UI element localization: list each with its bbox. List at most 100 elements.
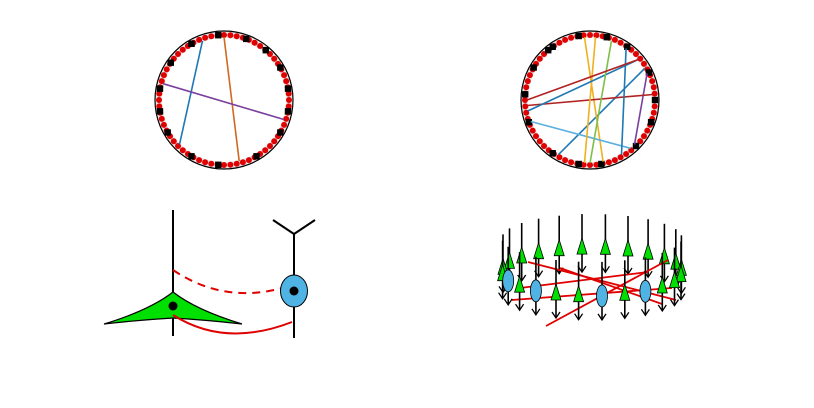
ring-pyramidal bbox=[503, 251, 516, 269]
ring-node bbox=[285, 90, 292, 97]
ring-node bbox=[526, 72, 533, 79]
ring-node bbox=[529, 127, 536, 134]
two-neuron-motif bbox=[103, 210, 316, 338]
ring-chord bbox=[162, 82, 285, 121]
ring-node-marker bbox=[603, 34, 610, 41]
ring-node bbox=[170, 138, 177, 145]
ring-pyramidal bbox=[670, 251, 682, 270]
ring-node bbox=[556, 154, 563, 161]
ring-interneuron bbox=[639, 279, 652, 303]
ring-node bbox=[641, 60, 647, 67]
ring-connection bbox=[519, 271, 649, 289]
ring-node bbox=[227, 32, 234, 39]
ring-node-marker bbox=[651, 96, 659, 104]
ring-node bbox=[649, 78, 656, 85]
ring-neuron-terminal bbox=[574, 313, 584, 321]
ring-node bbox=[587, 162, 593, 168]
ring-node-marker bbox=[243, 35, 250, 43]
ring-interneuron bbox=[530, 279, 542, 303]
ring-node-marker bbox=[167, 59, 174, 66]
ring-node bbox=[637, 138, 644, 145]
ring-node bbox=[208, 33, 215, 40]
interneuron-branch-right bbox=[293, 219, 316, 235]
ring-chord bbox=[557, 67, 646, 156]
ring-node-marker bbox=[277, 64, 284, 71]
ring-node bbox=[523, 84, 530, 91]
ring-network-sparse bbox=[154, 30, 294, 170]
dashed-connection bbox=[172, 269, 287, 295]
ring-pyramidal bbox=[622, 238, 634, 257]
ring-node bbox=[196, 157, 203, 164]
ring-node bbox=[556, 39, 563, 46]
ring-node bbox=[175, 51, 181, 57]
ring-node bbox=[617, 39, 624, 46]
ring-node bbox=[285, 103, 292, 110]
ring-node bbox=[593, 32, 600, 39]
ring-node bbox=[524, 78, 531, 85]
ring-node bbox=[605, 159, 612, 166]
ring-node bbox=[568, 159, 575, 166]
ring-node-marker bbox=[284, 85, 292, 92]
ring-node-marker bbox=[156, 108, 164, 115]
ring-interneuron bbox=[596, 284, 608, 308]
ring-pyramidal bbox=[668, 270, 681, 288]
ring-node bbox=[160, 121, 167, 128]
ring-node bbox=[541, 143, 547, 149]
ring-pyramidal bbox=[619, 282, 631, 301]
ring-node bbox=[158, 115, 165, 122]
ring-pyramidal bbox=[573, 284, 585, 303]
ring-neuron-terminal bbox=[503, 298, 513, 306]
ring-node bbox=[651, 103, 658, 110]
ring-node bbox=[536, 138, 543, 145]
ring-chord bbox=[223, 36, 240, 162]
ring-node bbox=[156, 90, 163, 97]
ring-pyramidal bbox=[550, 282, 562, 301]
ring-node-marker bbox=[188, 153, 195, 160]
ring-node bbox=[156, 103, 163, 110]
ring-pyramidal bbox=[599, 236, 611, 255]
ring-node bbox=[650, 84, 657, 91]
ring-node-marker bbox=[522, 91, 529, 98]
ring-neuron-terminal bbox=[640, 308, 650, 317]
ring-node bbox=[562, 36, 569, 43]
ring-node bbox=[281, 121, 288, 128]
ring-node bbox=[651, 90, 658, 97]
ring-neuron-terminal bbox=[657, 304, 667, 313]
ring-node bbox=[245, 157, 252, 164]
ring-node bbox=[283, 78, 290, 85]
ring-node bbox=[633, 51, 639, 57]
ring-node-marker bbox=[645, 69, 653, 76]
ring-neuron-terminal bbox=[515, 303, 525, 312]
ring-node-marker bbox=[549, 150, 556, 157]
ring-node bbox=[251, 39, 258, 46]
ring-node bbox=[562, 157, 569, 164]
ring-node-marker bbox=[215, 32, 222, 39]
ring-node bbox=[160, 72, 167, 79]
ring-chord bbox=[633, 73, 648, 145]
ring-node bbox=[568, 34, 575, 41]
ring-node bbox=[617, 154, 624, 161]
ring-node-marker bbox=[164, 129, 171, 136]
ring-neuron-terminal bbox=[620, 311, 630, 320]
ring-node bbox=[262, 147, 269, 154]
ring-chord bbox=[530, 120, 631, 150]
ring-network-dense bbox=[520, 30, 660, 170]
ring-node-marker bbox=[632, 142, 640, 150]
ring-neuron-terminal bbox=[531, 308, 541, 316]
ring-node bbox=[233, 160, 240, 167]
ring-neuron-terminal bbox=[597, 313, 607, 322]
ring-node bbox=[522, 103, 529, 110]
ring-node-marker bbox=[262, 47, 269, 54]
ring-neuron-terminal bbox=[498, 292, 508, 300]
ring-chord bbox=[527, 58, 639, 112]
ring-node-marker bbox=[253, 153, 260, 160]
ring-node-marker bbox=[530, 64, 537, 71]
ring-node-marker bbox=[284, 108, 292, 115]
ring-node bbox=[267, 143, 273, 149]
ring-node bbox=[227, 161, 234, 168]
ring-neuron-terminal bbox=[669, 299, 680, 307]
ring-node bbox=[580, 32, 587, 39]
ring-node bbox=[286, 97, 292, 103]
ring-pyramidal bbox=[656, 275, 668, 294]
